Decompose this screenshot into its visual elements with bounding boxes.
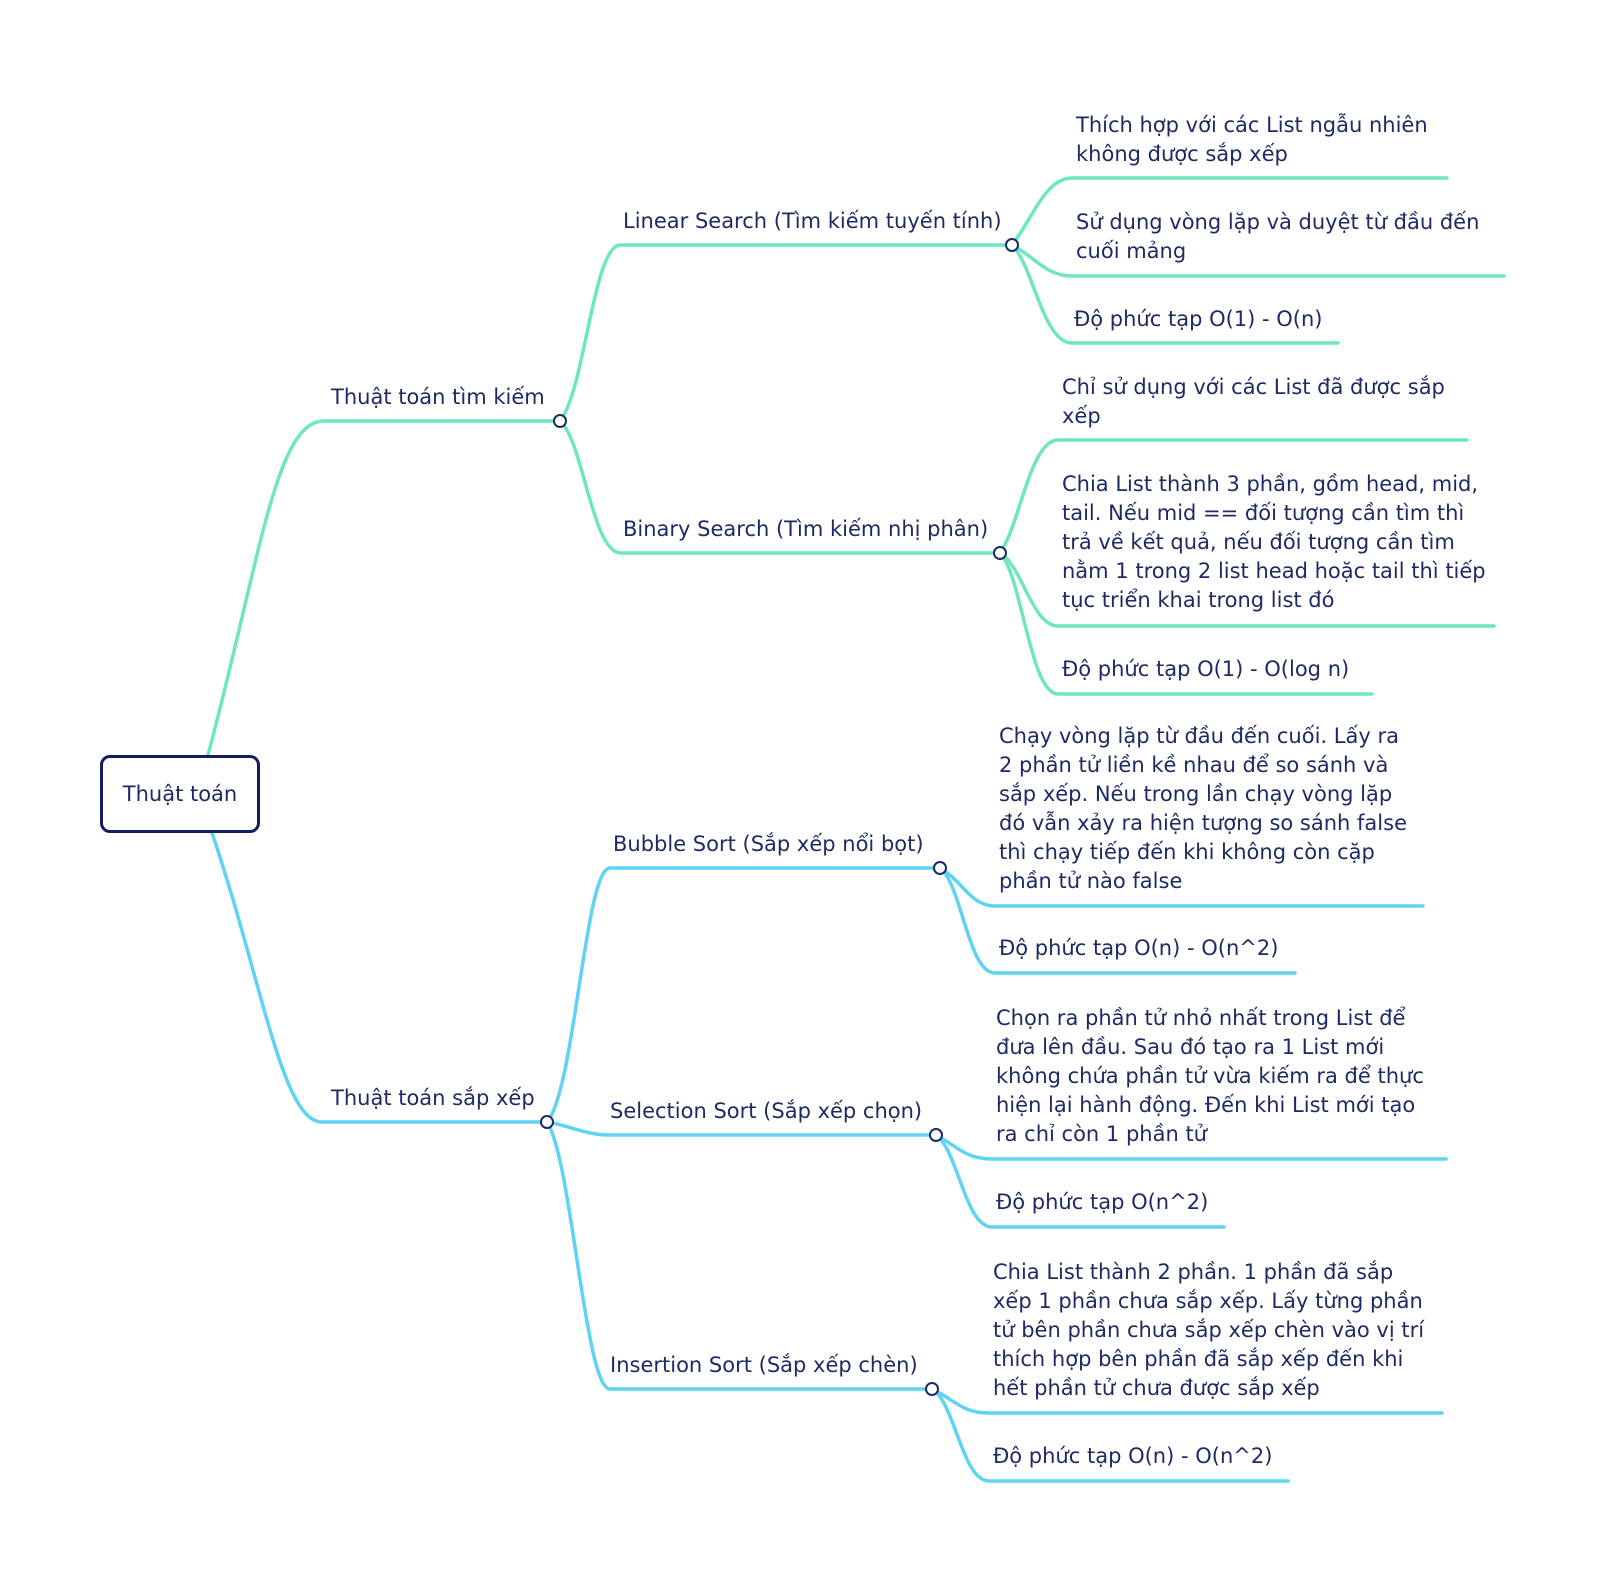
- edge-binary-item2: [998, 551, 1496, 628]
- node-binary-search[interactable]: Binary Search (Tìm kiếm nhị phân): [623, 517, 989, 541]
- root-node[interactable]: Thuật toán: [100, 755, 260, 833]
- node-binary-item-2[interactable]: Chia List thành 3 phần, gồm head, mid, t…: [1062, 472, 1486, 612]
- node-search-algorithms[interactable]: Thuật toán tìm kiếm: [331, 385, 545, 409]
- node-sort-algorithms[interactable]: Thuật toán sắp xếp: [331, 1086, 535, 1110]
- collapse-handle-sort: [540, 1115, 554, 1129]
- node-binary-item-1[interactable]: Chỉ sử dụng với các List đã được sắp xếp: [1062, 375, 1445, 428]
- edge-linear-item1: [1010, 176, 1449, 247]
- node-linear-item-3[interactable]: Độ phức tạp O(1) - O(n): [1074, 307, 1323, 331]
- edge-search-binary: [558, 419, 1002, 555]
- edge-selection-item1: [934, 1133, 1448, 1161]
- node-bubble-item-2[interactable]: Độ phức tạp O(n) - O(n^2): [999, 936, 1279, 960]
- collapse-handle-selection: [929, 1128, 943, 1142]
- node-insertion-item-1[interactable]: Chia List thành 2 phần. 1 phần đã sắp xế…: [993, 1260, 1425, 1400]
- node-selection-item-1[interactable]: Chọn ra phần tử nhỏ nhất trong List để đ…: [996, 1006, 1424, 1146]
- node-selection-sort[interactable]: Selection Sort (Sắp xếp chọn): [610, 1099, 923, 1123]
- node-linear-item-1[interactable]: Thích hợp với các List ngẫu nhiên không …: [1076, 113, 1428, 166]
- node-linear-item-2[interactable]: Sử dụng vòng lặp và duyệt từ đầu đến cuố…: [1076, 210, 1480, 263]
- node-binary-item-3[interactable]: Độ phức tạp O(1) - O(log n): [1062, 657, 1350, 681]
- edge-linear-item2: [1010, 243, 1506, 278]
- edge-sort-insertion: [545, 1120, 934, 1391]
- node-bubble-item-1[interactable]: Chạy vòng lặp từ đầu đến cuối. Lấy ra 2 …: [999, 724, 1407, 893]
- edge-selection-item2: [934, 1133, 1226, 1229]
- root-node-label: Thuật toán: [122, 782, 238, 806]
- node-selection-item-2[interactable]: Độ phức tạp O(n^2): [996, 1190, 1209, 1214]
- collapse-handle-insertion: [925, 1382, 939, 1396]
- edge-sort-bubble: [545, 866, 942, 1124]
- node-bubble-sort[interactable]: Bubble Sort (Sắp xếp nổi bọt): [613, 832, 924, 856]
- collapse-handle-linear: [1005, 238, 1019, 252]
- collapse-handle-binary: [993, 546, 1007, 560]
- edge-search-linear: [558, 243, 1014, 423]
- edge-bubble-item2: [938, 866, 1297, 975]
- edge-binary-item1: [998, 438, 1469, 555]
- edge-linear-item3: [1010, 243, 1340, 345]
- node-insertion-sort[interactable]: Insertion Sort (Sắp xếp chèn): [610, 1353, 918, 1377]
- node-linear-search[interactable]: Linear Search (Tìm kiếm tuyến tính): [623, 209, 1002, 233]
- edge-bubble-item1: [938, 866, 1425, 908]
- node-insertion-item-2[interactable]: Độ phức tạp O(n) - O(n^2): [993, 1444, 1273, 1468]
- edge-binary-item3: [998, 551, 1374, 696]
- collapse-handle-bubble: [933, 861, 947, 875]
- edge-insertion-item2: [930, 1387, 1290, 1483]
- collapse-handle-search: [553, 414, 567, 428]
- edge-insertion-item1: [930, 1387, 1444, 1415]
- edge-root-search: [206, 419, 562, 757]
- edge-root-sort: [210, 831, 549, 1124]
